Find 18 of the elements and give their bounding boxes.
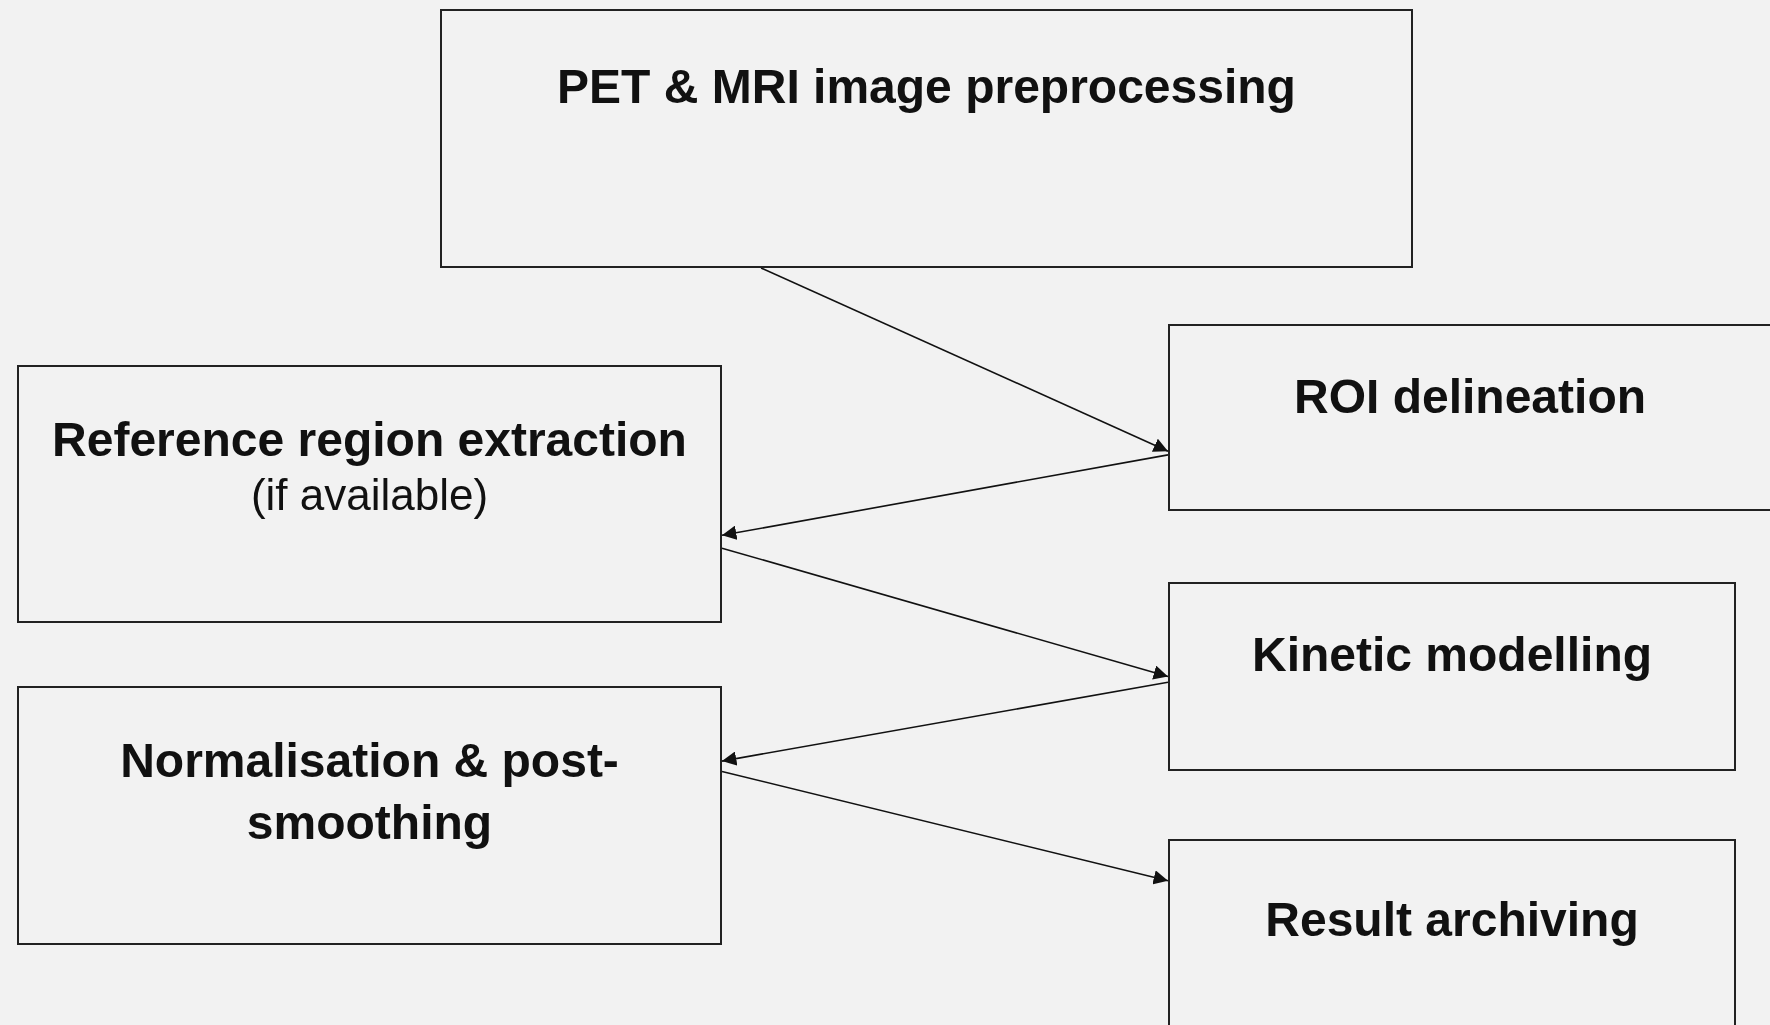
box-note: (if available): [250, 471, 489, 520]
arrow: [721, 454, 1169, 540]
arrow: [721, 547, 1169, 680]
arrow: [760, 267, 1169, 452]
process-box: [1168, 582, 1736, 771]
arrow: [721, 770, 1169, 885]
box-title: Normalisation & post-smoothing: [119, 733, 620, 852]
process-box: [1168, 839, 1736, 1025]
box-title: Kinetic modelling: [1252, 627, 1652, 683]
arrow: [721, 681, 1169, 766]
box-title: Reference region extraction: [52, 412, 687, 468]
process-box: [440, 9, 1413, 268]
process-box: [17, 365, 722, 623]
process-box: [1168, 324, 1770, 511]
box-title: PET & MRI image preprocessing: [557, 59, 1296, 115]
box-title: ROI delineation: [1294, 369, 1646, 425]
box-title: Result archiving: [1265, 892, 1639, 948]
process-box: [17, 686, 722, 945]
